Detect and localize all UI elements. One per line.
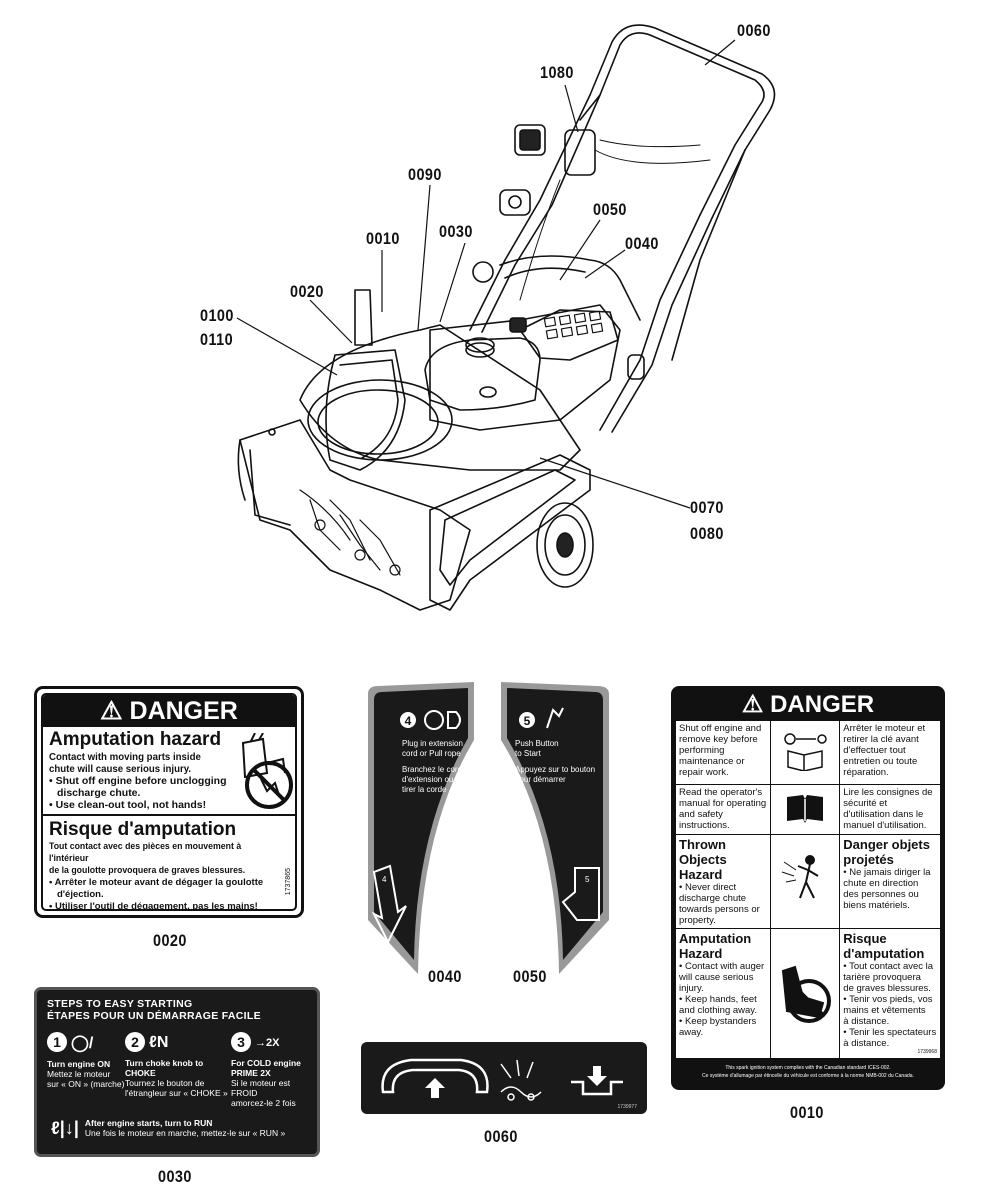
run-choke-icon: ℓ|↓| xyxy=(51,1118,79,1138)
callout-0060-decal: 0060 xyxy=(484,1127,518,1146)
step-3-number: 3 xyxy=(231,1032,251,1052)
title-en: STEPS TO EASY STARTING xyxy=(47,998,193,1010)
decal-0040-left-panel: 4 Plug in extension cord or Pull rope Br… xyxy=(368,682,474,974)
text-fr: tirer la corde xyxy=(402,785,447,794)
text-en: Plug in extension xyxy=(402,739,463,748)
bullet-en: discharge chute. xyxy=(57,787,141,799)
step-1-number: 1 xyxy=(47,1032,67,1052)
step-3: 3→2X For COLD engine PRIME 2X Si le mote… xyxy=(231,1032,301,1108)
decal-0030-starting-steps: STEPS TO EASY STARTING ÉTAPES POUR UN DÉ… xyxy=(34,987,320,1157)
callout-0090: 0090 xyxy=(408,165,442,184)
callout-0010: 0010 xyxy=(366,229,400,248)
up-arrow-icon xyxy=(425,1078,445,1098)
part-code: 1737865 xyxy=(285,867,292,895)
heading-fr: Risque d'amputation xyxy=(49,819,237,840)
auger-prohibited-icon xyxy=(770,928,841,1059)
arrow-label: 4 xyxy=(382,875,387,884)
book-icon xyxy=(770,784,841,835)
text-fr: de la goulotte provoquera de graves bles… xyxy=(49,865,246,876)
decal-0060-handle: 1739977 xyxy=(361,1042,647,1114)
callout-0040: 0040 xyxy=(625,234,659,253)
callout-0010-decal: 0010 xyxy=(790,1103,824,1122)
handle-upper xyxy=(579,32,765,216)
belt-cover xyxy=(429,454,591,611)
bullet-en: • Shut off engine before unclogging xyxy=(49,775,227,787)
key-manual-icon xyxy=(770,720,841,785)
press-down-icon xyxy=(571,1066,623,1096)
decal-0020-amputation: ⚠ DANGER Amputation hazard Contact with … xyxy=(34,686,304,918)
heading-en: Amputation hazard xyxy=(49,729,222,750)
callout-0020-decal: 0020 xyxy=(153,931,187,950)
thrown-objects-icon xyxy=(770,834,841,929)
arrow-label: 5 xyxy=(585,875,590,884)
text-en: to Start xyxy=(515,749,542,758)
callout-0050: 0050 xyxy=(593,200,627,219)
bullet-fr: d'éjection. xyxy=(57,889,104,900)
callout-0070: 0070 xyxy=(690,498,724,517)
snowblower-exploded-drawing xyxy=(236,24,776,611)
auger-spray-icon xyxy=(500,1059,542,1101)
title-fr: ÉTAPES POUR UN DÉMARRAGE FACILE xyxy=(47,1010,261,1022)
footer-fr: Ce système d'allumage par étincelle du v… xyxy=(702,1073,914,1079)
step-number: 5 xyxy=(524,714,531,728)
text-fr: Tout contact avec des pièces en mouvemen… xyxy=(49,841,242,864)
warning-triangle-icon: ⚠ xyxy=(100,697,123,725)
callout-0050-decal: 0050 xyxy=(513,967,547,986)
handle-bar-icon xyxy=(381,1058,489,1094)
step-1: 1◯/ Turn engine ON Mettez le moteur sur … xyxy=(47,1032,125,1089)
callout-0100: 0100 xyxy=(200,306,234,325)
decal-0050-right-panel: 5 Push Button to Start Appuyez sur to bo… xyxy=(501,682,609,974)
warning-triangle-icon: ⚠ xyxy=(741,691,764,718)
text-en: Push Button xyxy=(515,739,559,748)
callout-0080: 0080 xyxy=(690,524,724,543)
primer-icon: →2X xyxy=(255,1036,280,1049)
discharge-chute xyxy=(325,349,406,471)
bullet-fr: • Arrêter le moteur avant de dégager la … xyxy=(49,877,264,888)
text-fr: Branchez le cordon xyxy=(402,765,471,774)
callout-0030: 0030 xyxy=(439,222,473,241)
step-2-number: 2 xyxy=(125,1032,145,1052)
text-fr: Appuyez sur to bouton xyxy=(515,765,595,774)
choke-icon: ℓN xyxy=(149,1033,169,1051)
part-code: 1739977 xyxy=(617,1104,637,1110)
text-en: Contact with moving parts inside xyxy=(49,751,201,763)
handle-symbols xyxy=(381,1058,623,1101)
callout-0060: 0060 xyxy=(737,21,771,40)
text-en: cord or Pull rope xyxy=(402,749,461,758)
bullet-fr: • Utiliser l'outil de dégagement, pas le… xyxy=(49,901,258,911)
hand-in-chute-prohibited-icon xyxy=(241,733,293,809)
danger-banner: ⚠ DANGER xyxy=(43,695,295,727)
text-fr: d'extension ou xyxy=(402,775,453,784)
callout-0020: 0020 xyxy=(290,282,324,301)
footer-en: This spark ignition system complies with… xyxy=(725,1065,891,1071)
callout-0110: 0110 xyxy=(200,330,234,349)
callout-0030-decal: 0030 xyxy=(158,1167,192,1186)
key-on-icon: ◯/ xyxy=(71,1034,94,1052)
text-fr: pour démarrer xyxy=(515,775,566,784)
callout-0040-decal: 0040 xyxy=(428,967,462,986)
part-code: 1739968 xyxy=(917,1049,937,1055)
danger-banner: ⚠ DANGER xyxy=(741,691,875,718)
callout-1080: 1080 xyxy=(540,63,574,82)
step-number: 4 xyxy=(405,714,412,728)
text-en: chute will cause serious injury. xyxy=(49,763,192,775)
bullet-en: • Use clean-out tool, not hands! xyxy=(49,799,207,811)
run-step: ℓ|↓| After engine starts, turn to RUN Un… xyxy=(51,1118,286,1138)
